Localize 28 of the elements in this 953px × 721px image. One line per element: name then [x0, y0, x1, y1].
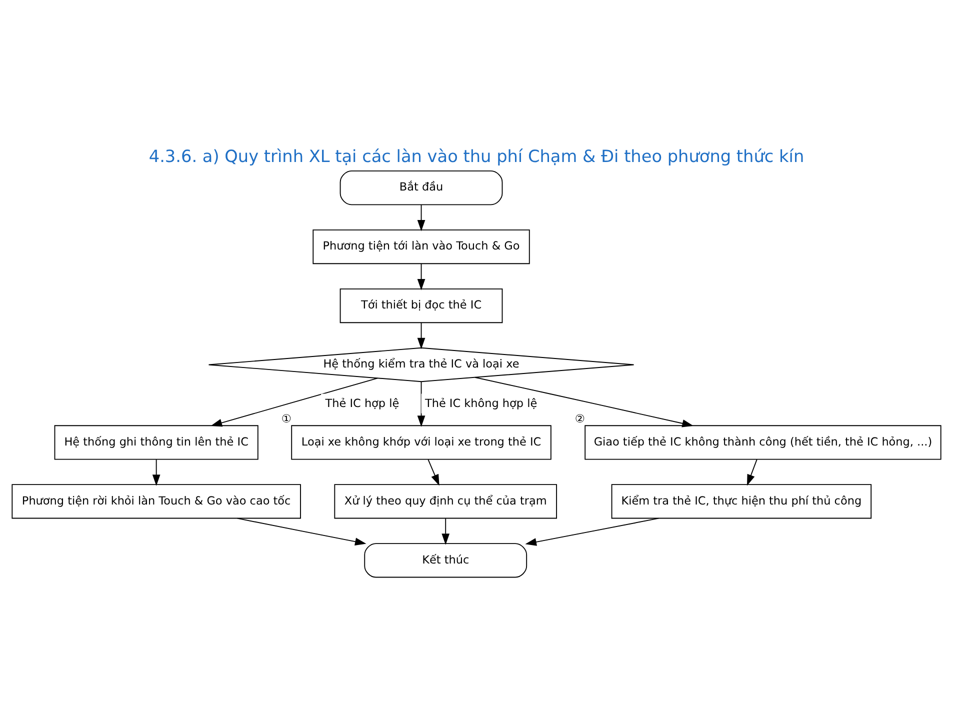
arrow [417, 204, 426, 231]
arrow [417, 322, 426, 349]
arrow [747, 458, 758, 486]
diagram-title: 4.3.6. a) Quy trình XL tại các làn vào thu phí Chạm & Đi theo phương thức kín [148, 145, 804, 166]
edge-label: Thẻ IC không hợp lệ [425, 396, 538, 410]
arrow [152, 458, 160, 486]
node-diamond: Hệ thống kiểm tra thẻ IC và loại xe [208, 346, 634, 382]
arrow [417, 262, 426, 290]
arrow [525, 517, 660, 546]
node-box: Hệ thống ghi thông tin lên thẻ IC [54, 424, 258, 460]
node-box: Kiểm tra thẻ IC, thực hiện thu phí thủ công [611, 484, 872, 518]
node-box: Phương tiện tới làn vào Touch & Go [312, 228, 530, 264]
node-box: Giao tiếp thẻ IC không thành công (hết tiền, thẻ IC hỏng, ...) [584, 424, 942, 460]
node-box: Kết thúc [364, 542, 528, 578]
arrow [442, 518, 450, 544]
node-label: ② [574, 412, 585, 425]
arrow [417, 380, 426, 426]
arrow [428, 458, 440, 486]
node-box: Loại xe không khớp với loại xe trong thẻ IC [291, 424, 552, 460]
arrow [474, 376, 694, 427]
arrow [236, 517, 366, 545]
node-label: ① [281, 412, 292, 425]
node-box: Xử lý theo quy định cụ thể của trạm [334, 484, 558, 518]
arrow [210, 377, 378, 426]
node-box: Tới thiết bị đọc thẻ IC [340, 288, 503, 323]
node-box: Phương tiện rời khỏi làn Touch & Go vào cao tốc [12, 484, 301, 518]
edge-label: Thẻ IC hợp lệ [325, 396, 400, 410]
node-box: Bắt đầu [340, 170, 503, 205]
